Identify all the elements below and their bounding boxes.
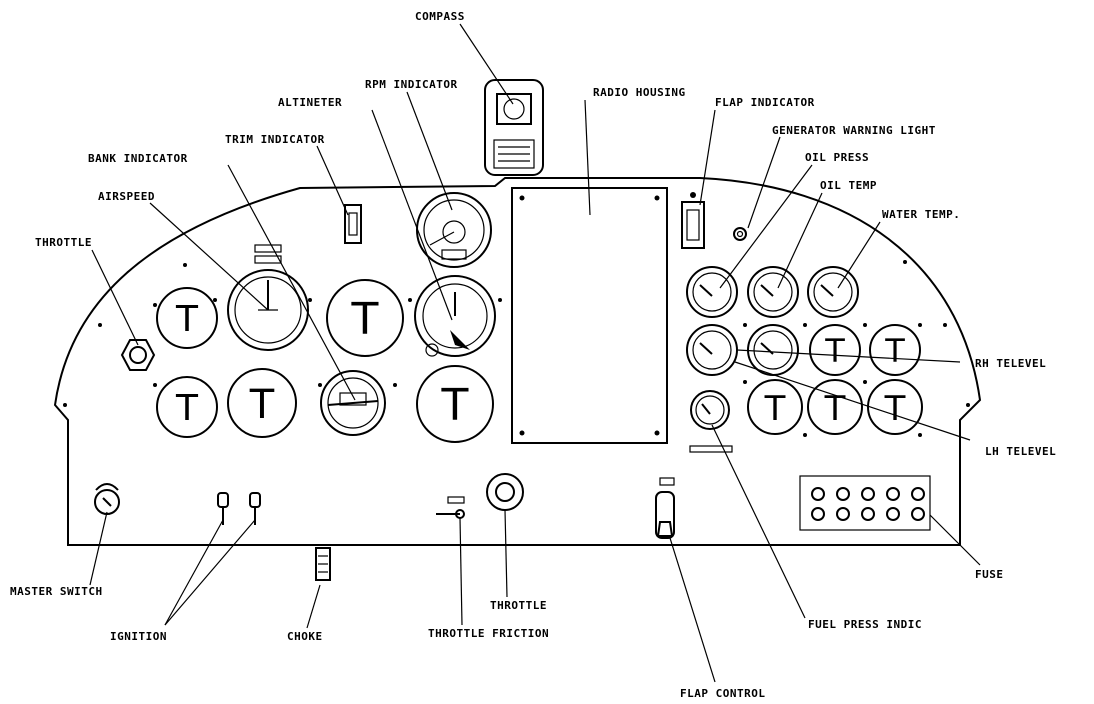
svg-text:T: T [441,380,469,431]
svg-text:T: T [764,389,786,429]
label-airspeed: AIRSPEED [98,190,155,203]
ignition-switches [217,492,261,525]
label-rpm-indicator: RPM INDICATOR [365,78,458,91]
label-choke: CHOKE [287,630,323,643]
bank-indicator-gauge [320,370,386,436]
label-rh-televel: RH TELEVEL [975,357,1046,370]
compass [484,79,544,176]
choke [315,547,331,581]
svg-text:T: T [175,388,199,429]
radio-housing [511,187,668,444]
callout-labels: COMPASS RPM INDICATOR RADIO HOUSING FLAP… [10,10,1056,700]
label-radio-housing: RADIO HOUSING [593,86,686,99]
airspeed-gauge [227,244,309,351]
panel-screws [63,260,970,437]
master-switch [94,483,120,515]
label-water-temp: WATER TEMP. [882,208,960,221]
throttle-friction-lever [436,496,465,519]
label-throttle-bottom: THROTTLE [490,599,547,612]
label-fuel-press-indic: FUEL PRESS INDIC [808,618,922,631]
rpm-indicator-gauge [416,192,492,268]
label-throttle-left: THROTTLE [35,236,92,249]
svg-text:T: T [824,332,845,370]
svg-text:T: T [249,382,275,428]
label-master-switch: MASTER SWITCH [10,585,103,598]
label-flap-indicator: FLAP INDICATOR [715,96,815,109]
panel-outline [53,177,982,546]
label-throttle-friction: THROTTLE FRICTION [428,627,549,640]
blank-gauges: T T T T T T T T T T [156,279,923,443]
label-generator-warning-light: GENERATOR WARNING LIGHT [772,124,936,137]
svg-text:T: T [884,332,905,370]
label-trim-indicator: TRIM INDICATOR [225,133,325,146]
label-oil-press: OIL PRESS [805,151,869,164]
svg-text:T: T [884,389,906,429]
label-compass: COMPASS [415,10,465,23]
label-flap-control: FLAP CONTROL [680,687,765,700]
altimeter-gauge [414,275,496,357]
throttle-knob-left [120,339,156,371]
label-ignition: IGNITION [110,630,167,643]
flap-indicator [681,192,705,249]
label-bank-indicator: BANK INDICATOR [88,152,188,165]
label-altimeter: ALTINETER [278,96,342,109]
svg-text:T: T [351,294,379,345]
throttle-knob-center [486,473,524,511]
svg-text:T: T [824,389,846,429]
label-lh-televel: LH TELEVEL [985,445,1056,458]
generator-warning-light [733,227,747,241]
label-fuse: FUSE [975,568,1004,581]
svg-text:T: T [175,299,199,340]
label-oil-temp: OIL TEMP [820,179,877,192]
trim-indicator [344,204,362,244]
flap-control [655,477,675,539]
leader-lines [89,23,981,683]
fuse-block [799,475,931,531]
